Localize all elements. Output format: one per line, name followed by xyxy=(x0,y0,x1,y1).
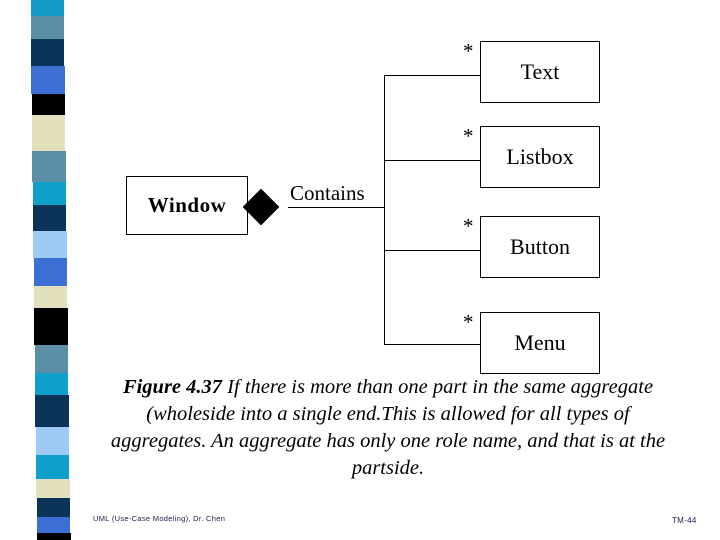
composition-branch-line xyxy=(384,344,480,345)
stripe-band xyxy=(35,373,68,395)
stripe-band xyxy=(36,455,69,479)
stripe-band xyxy=(32,94,65,115)
uml-class-box-menu[interactable]: Menu xyxy=(480,312,600,374)
stripe-band xyxy=(34,258,67,286)
composition-diamond-icon xyxy=(242,188,280,226)
uml-class-label-text: Text xyxy=(520,59,560,84)
stripe-band xyxy=(37,498,70,517)
stripe-band xyxy=(31,16,64,39)
stripe-band xyxy=(37,517,70,533)
composition-branch-line xyxy=(384,160,480,161)
stripe-band xyxy=(36,479,70,498)
stripe-band xyxy=(33,205,66,231)
uml-class-label-menu: Menu xyxy=(514,330,566,355)
stripe-band xyxy=(34,308,68,345)
association-label-contains: Contains xyxy=(290,181,365,205)
multiplicity-label-menu: * xyxy=(463,310,474,334)
stripe-band xyxy=(36,427,69,455)
figure-number: Figure 4.37 xyxy=(122,376,223,398)
stripe-band xyxy=(32,151,66,182)
stripe-band xyxy=(32,115,65,151)
footer-course-label: UML (Use-Case Modeling), Dr. Chen xyxy=(93,514,226,523)
figure-caption: Figure 4.37 If there is more than one pa… xyxy=(108,374,668,482)
uml-class-box-text[interactable]: Text xyxy=(480,41,600,103)
stripe-band xyxy=(31,39,64,66)
stripe-band xyxy=(34,286,67,308)
stripe-band xyxy=(33,231,67,258)
association-stem-line xyxy=(288,207,384,208)
uml-class-label-window: Window xyxy=(147,193,227,217)
multiplicity-label-listbox: * xyxy=(463,124,474,148)
stripe-band xyxy=(33,182,66,205)
left-color-stripe xyxy=(0,0,80,540)
stripe-band xyxy=(31,0,64,16)
uml-class-label-listbox: Listbox xyxy=(506,144,574,169)
figure-caption-text: If there is more than one part in the sa… xyxy=(110,376,666,479)
uml-class-box-listbox[interactable]: Listbox xyxy=(480,126,600,188)
uml-class-box-button[interactable]: Button xyxy=(480,216,600,278)
stripe-band xyxy=(37,533,71,540)
multiplicity-label-button: * xyxy=(463,214,474,238)
uml-class-label-button: Button xyxy=(510,234,570,259)
composition-trunk-line xyxy=(384,75,385,344)
stripe-band xyxy=(31,66,65,94)
stripe-band xyxy=(35,345,68,373)
composition-branch-line xyxy=(384,250,480,251)
stripe-band xyxy=(35,395,69,427)
composition-branch-line xyxy=(384,75,480,76)
multiplicity-label-text: * xyxy=(463,39,474,63)
footer-slide-number: TM-44 xyxy=(672,516,697,525)
uml-class-box-window[interactable]: Window xyxy=(126,176,248,235)
